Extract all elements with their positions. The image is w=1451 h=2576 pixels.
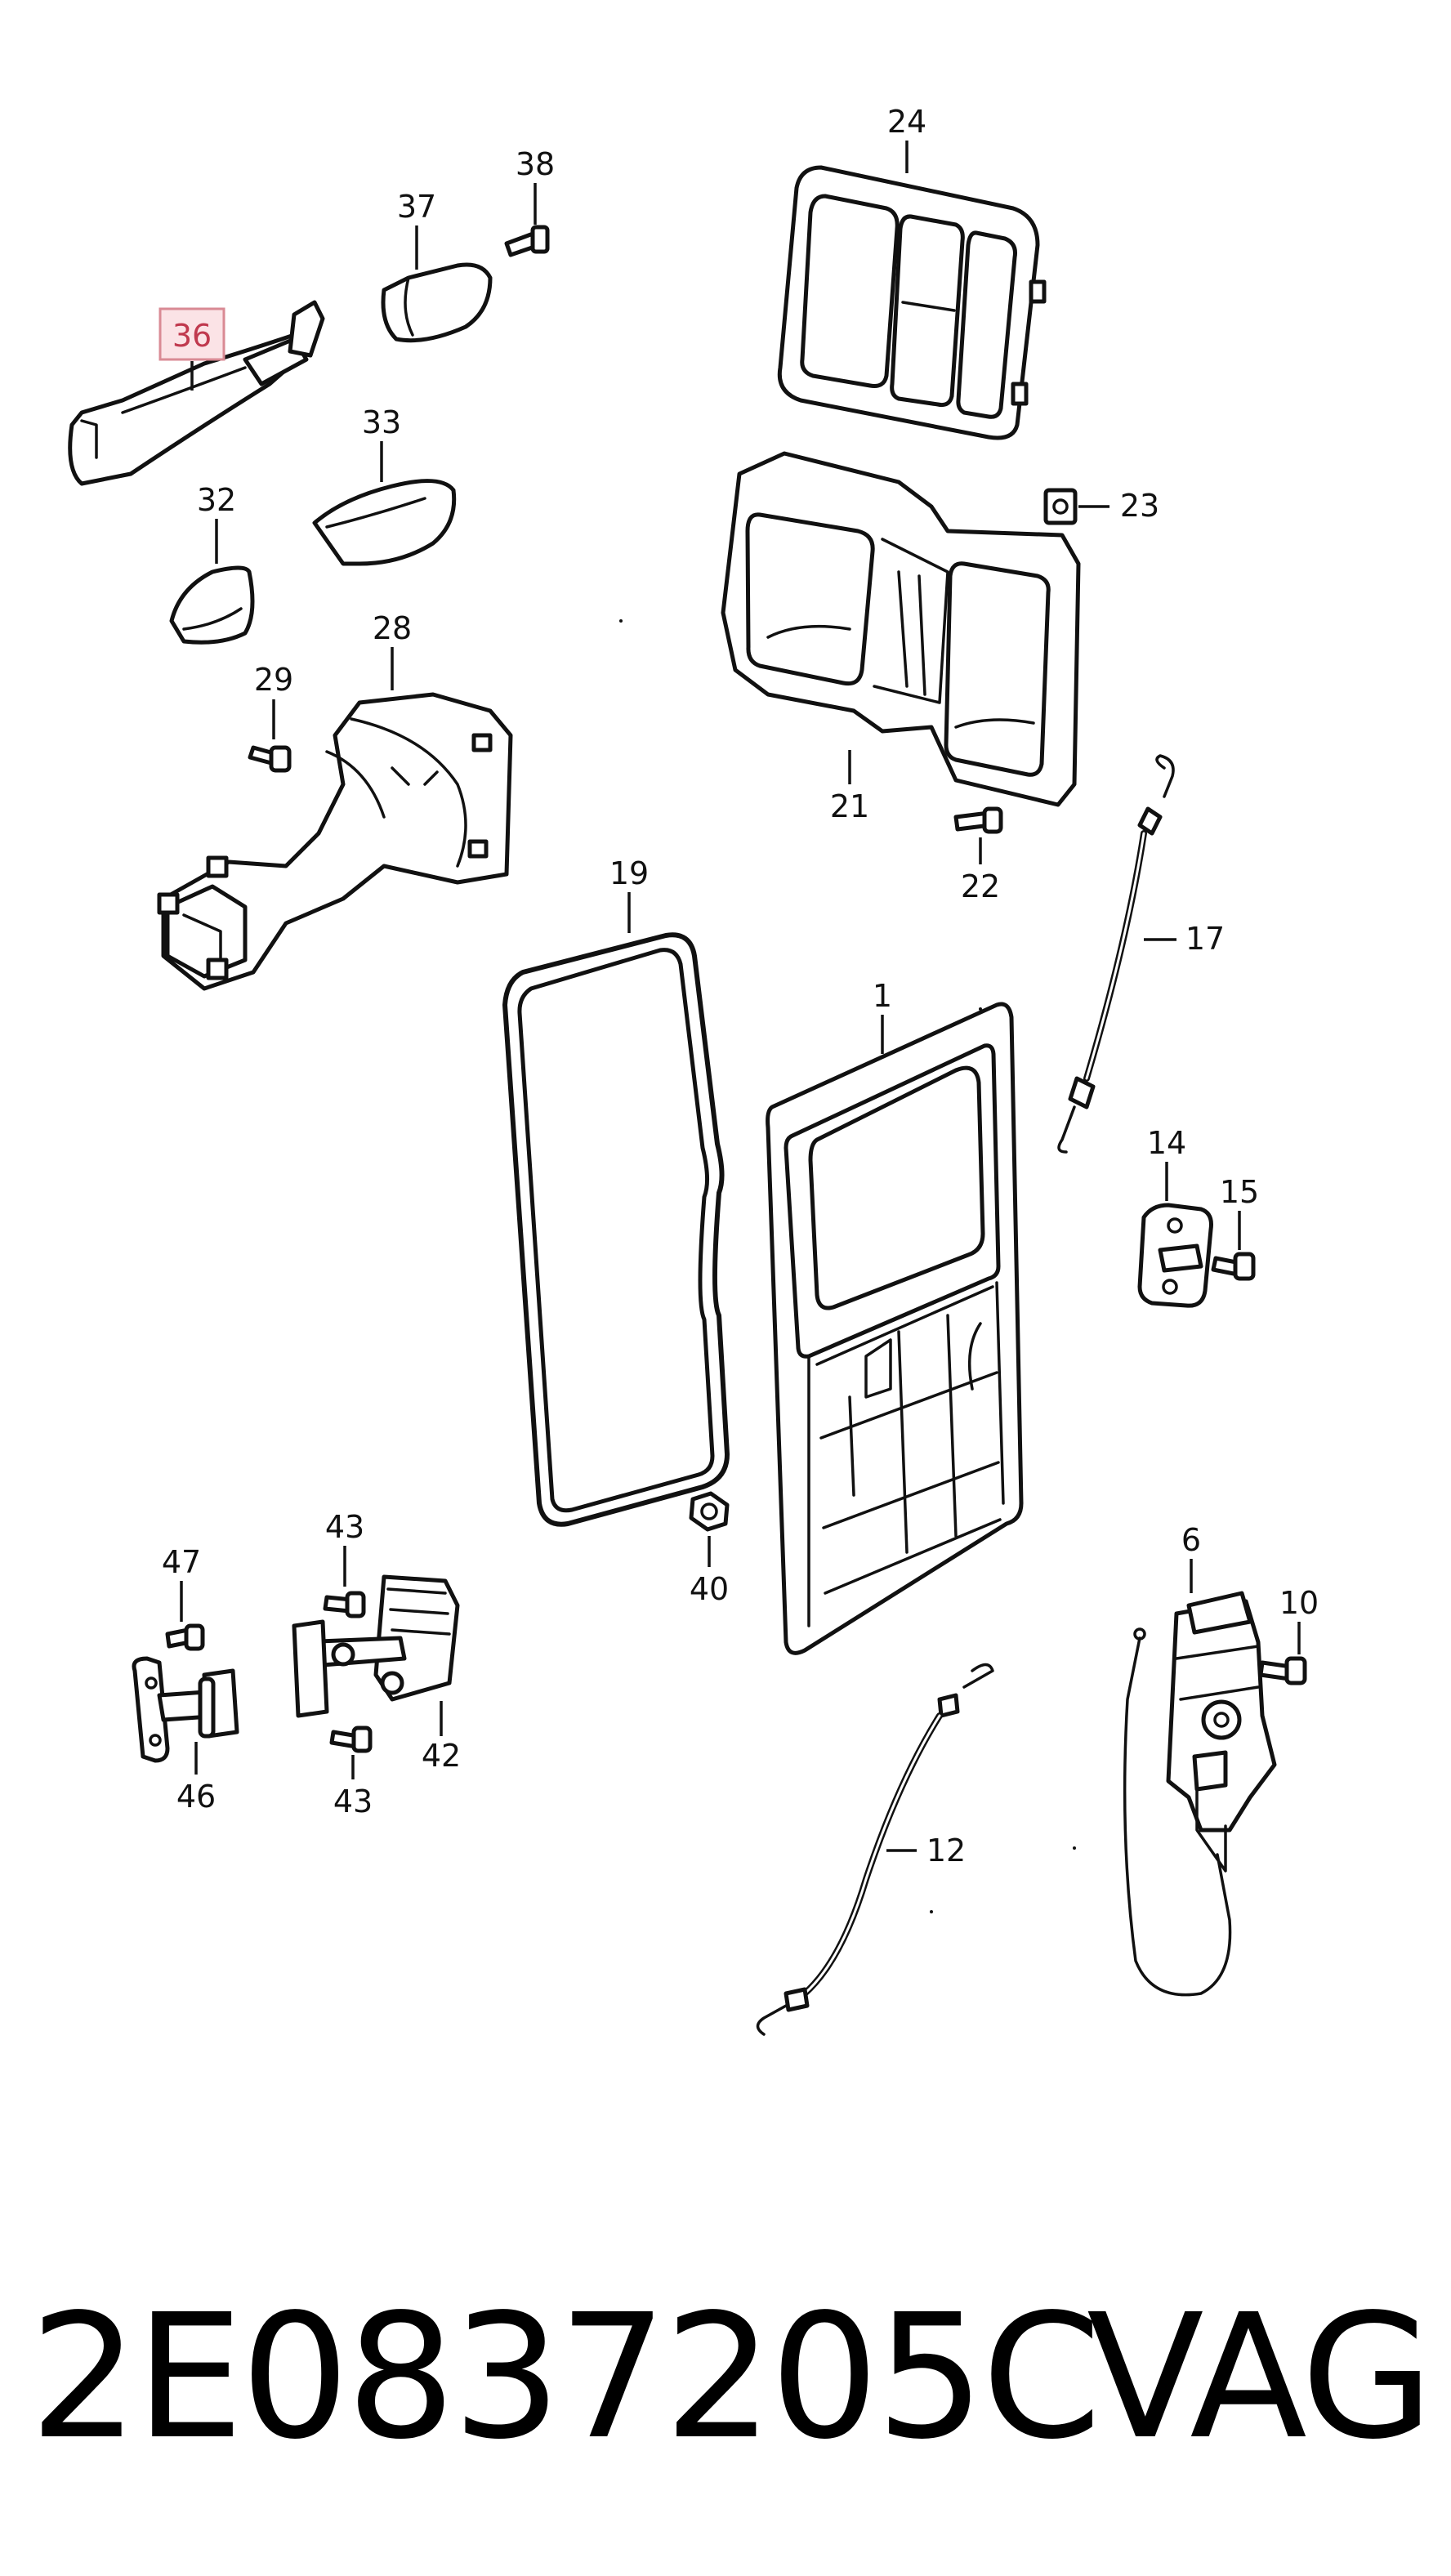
callout-40: 40: [690, 1571, 729, 1607]
callout-14: 14: [1147, 1125, 1186, 1161]
part-17-cable[interactable]: [1057, 754, 1175, 1154]
callout-1: 1: [873, 978, 892, 1014]
part-42-door-check[interactable]: [292, 1574, 460, 1718]
callout-47: 47: [162, 1544, 201, 1580]
part-37-handle-cover[interactable]: [381, 262, 493, 343]
part-19-door-seal[interactable]: [502, 932, 730, 1527]
part-24-window-frame[interactable]: [777, 165, 1047, 440]
callout-37: 37: [397, 189, 436, 225]
part-32-end-cap[interactable]: [169, 565, 255, 645]
callout-29: 29: [254, 662, 293, 698]
callout-22: 22: [961, 868, 1000, 904]
part-10-screw[interactable]: [1258, 1656, 1307, 1685]
callout-46: 46: [176, 1779, 216, 1815]
callout-36: 36: [172, 318, 212, 354]
part-22-screw[interactable]: [953, 806, 1003, 834]
part-21-module-carrier[interactable]: [721, 451, 1081, 807]
callout-38: 38: [516, 146, 555, 182]
callout-42: 42: [422, 1738, 461, 1774]
part-23-clip-nut[interactable]: [1043, 488, 1078, 525]
callout-33: 33: [362, 404, 401, 440]
part-12-cable[interactable]: [756, 1663, 994, 2036]
callout-43-bottom: 43: [333, 1784, 373, 1819]
part-28-handle-bracket[interactable]: [157, 692, 513, 991]
part-38-screw[interactable]: [504, 225, 550, 257]
part-43-screw-bottom[interactable]: [329, 1726, 373, 1753]
callout-10: 10: [1279, 1585, 1319, 1621]
part-40-nut[interactable]: [689, 1491, 730, 1532]
callout-12: 12: [926, 1833, 966, 1868]
callout-28: 28: [373, 610, 412, 646]
part-43-screw-top[interactable]: [323, 1591, 366, 1618]
callout-32: 32: [197, 482, 236, 518]
part-number: 2E0837205C: [29, 2277, 1101, 2477]
callout-43-top: 43: [325, 1509, 364, 1545]
part-29-screw[interactable]: [248, 745, 292, 773]
callout-21: 21: [830, 788, 869, 824]
part-36-outer-handle[interactable]: [68, 300, 325, 486]
brand-name: VAG: [1087, 2277, 1434, 2477]
part-33-trim-cover[interactable]: [312, 479, 457, 566]
callout-17: 17: [1185, 921, 1225, 957]
callout-6: 6: [1181, 1522, 1201, 1558]
footer: 2E0837205C VAG: [0, 2255, 1451, 2500]
part-46-hinge[interactable]: [132, 1656, 239, 1763]
callout-19: 19: [609, 855, 649, 891]
part-6-door-lock[interactable]: [1123, 1591, 1277, 1997]
callout-24: 24: [887, 104, 926, 140]
part-1-door-shell[interactable]: [766, 1002, 1024, 1655]
part-47-screw[interactable]: [165, 1623, 205, 1651]
exploded-parts-diagram: 36 37 38 33 32 29: [68, 104, 1319, 2036]
callout-36-highlight: [158, 307, 225, 361]
part-15-screw[interactable]: [1211, 1252, 1256, 1281]
part-14-striker-plate[interactable]: [1137, 1203, 1213, 1308]
callout-23: 23: [1120, 488, 1159, 524]
callout-15: 15: [1220, 1174, 1259, 1210]
